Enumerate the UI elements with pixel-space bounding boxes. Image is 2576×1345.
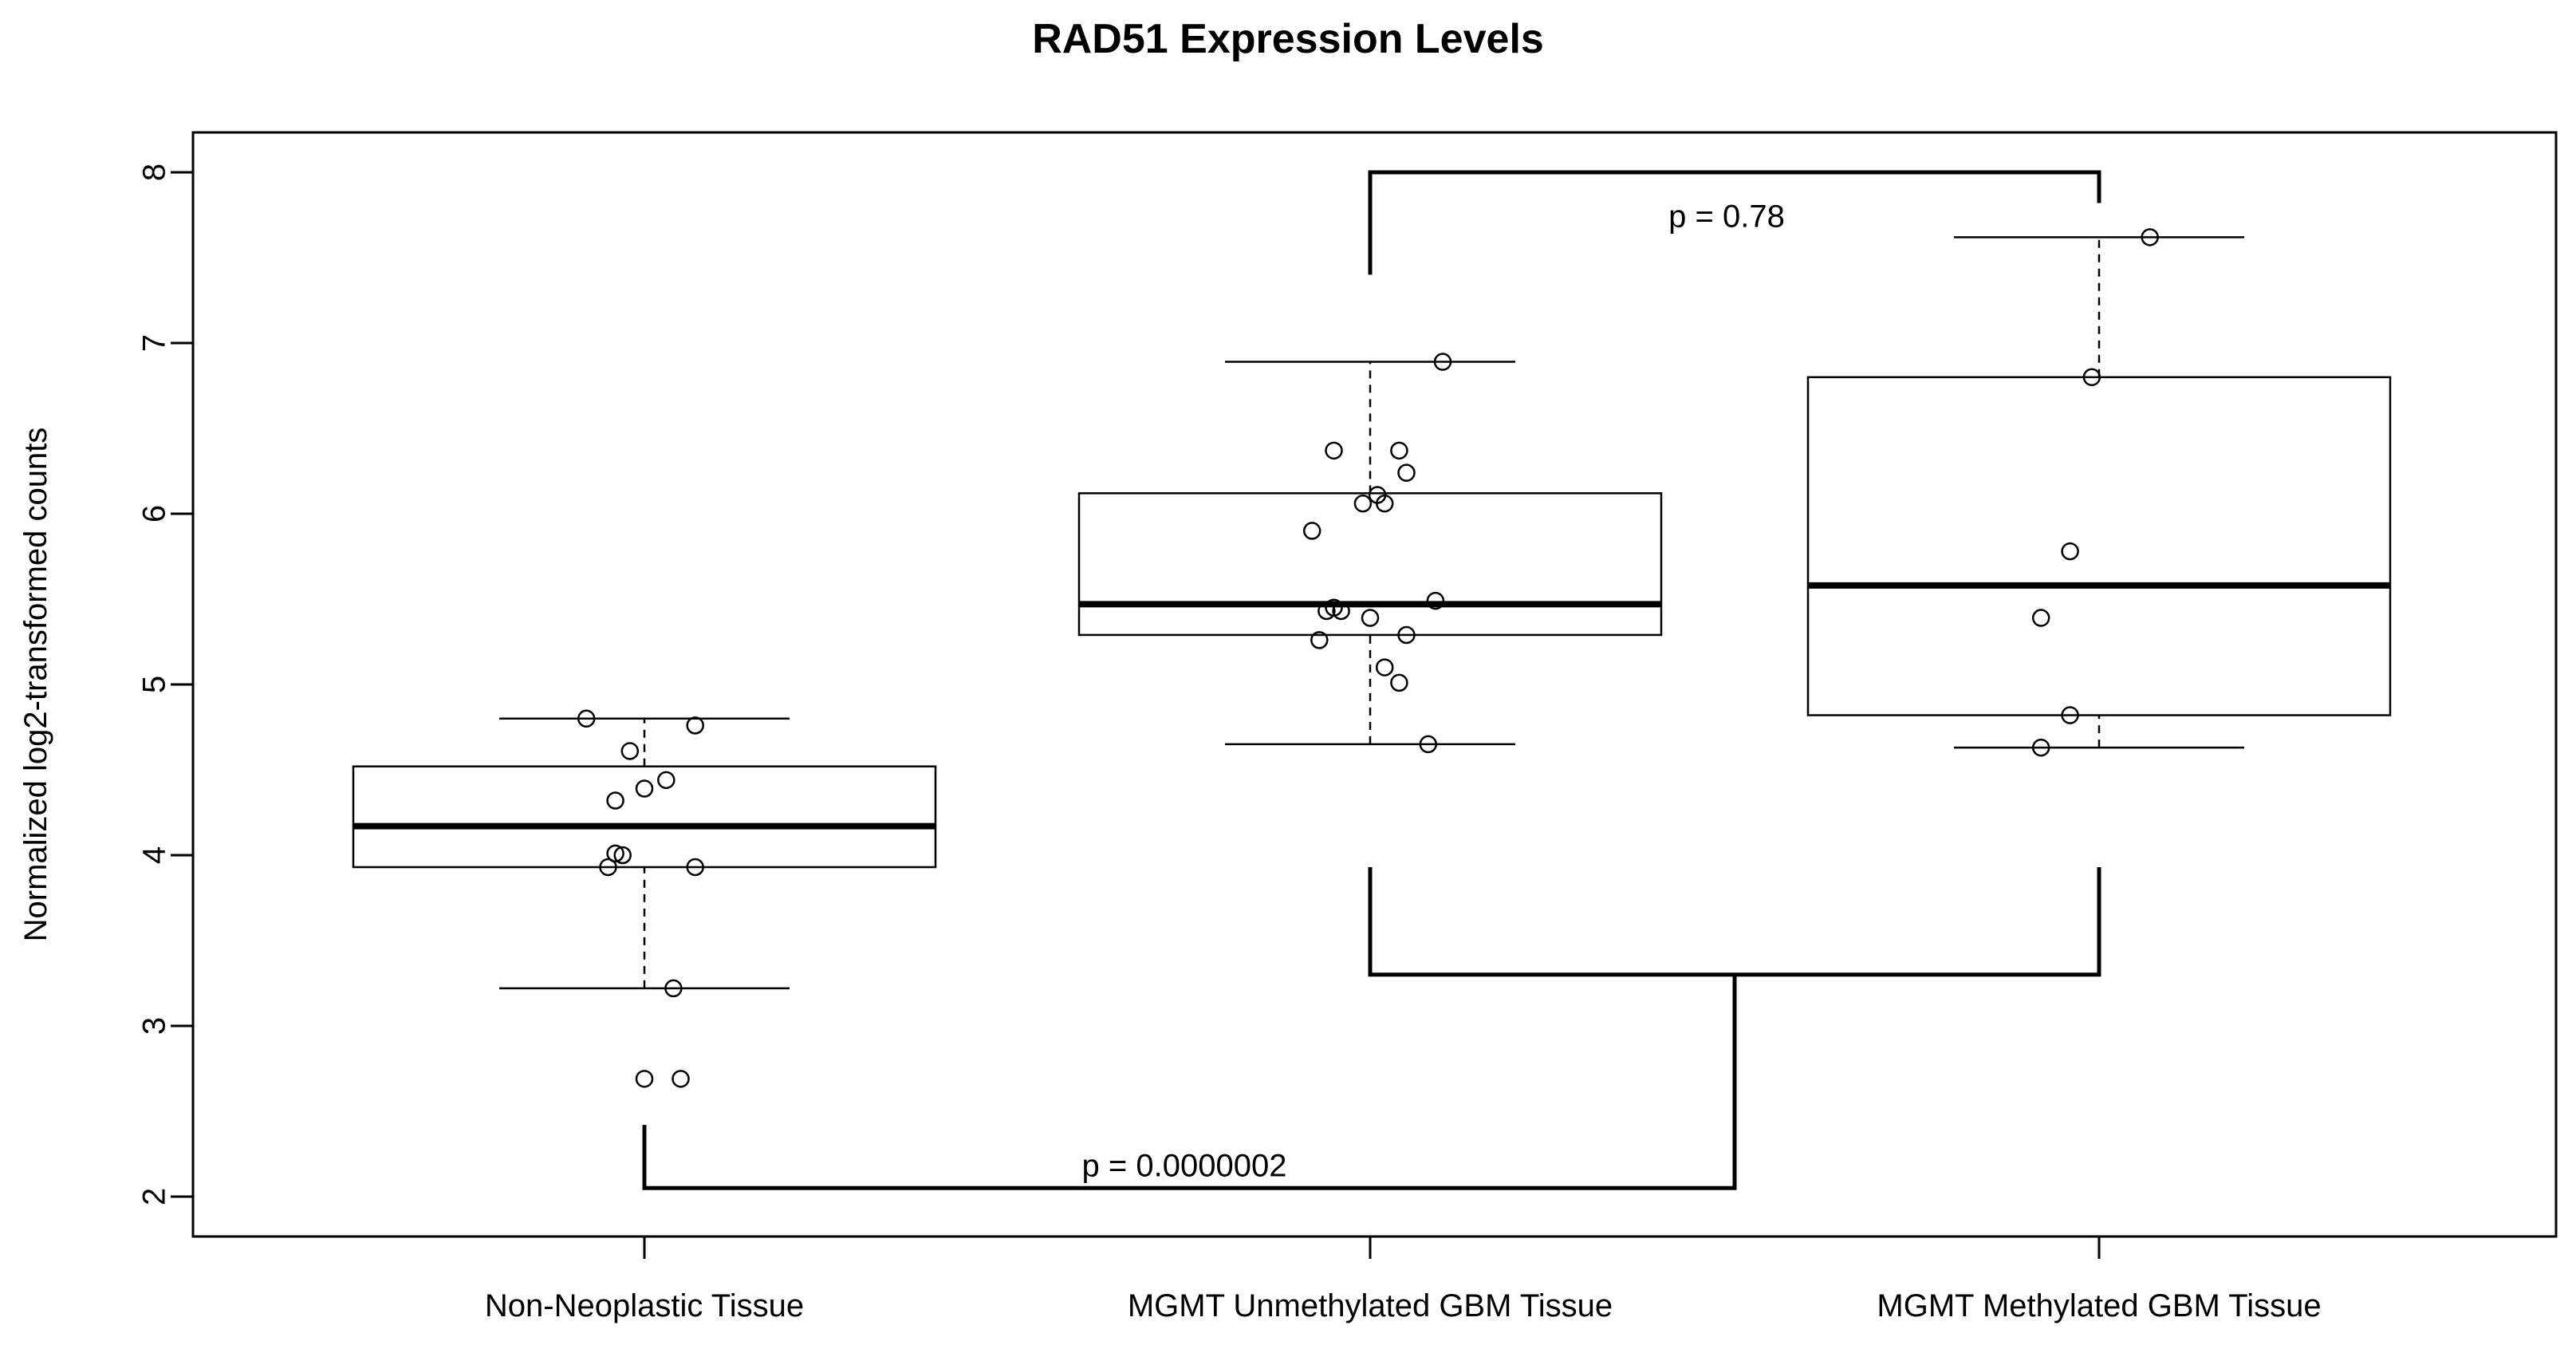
y-tick-label: 6	[137, 505, 172, 523]
data-point	[1426, 591, 1445, 610]
data-point	[672, 1070, 690, 1088]
y-tick-label: 2	[137, 1188, 172, 1205]
data-point	[1397, 625, 1416, 645]
data-point	[1375, 494, 1394, 513]
data-point	[599, 858, 617, 877]
data-point	[606, 791, 624, 810]
data-point	[2061, 542, 2079, 561]
comparison-label: p = 0.78	[1668, 199, 1785, 234]
data-point	[1325, 441, 1343, 460]
chart-title: RAD51 Expression Levels	[1032, 16, 1544, 62]
data-point	[1390, 441, 1408, 460]
x-tick-label: MGMT Methylated GBM Tissue	[1877, 1288, 2321, 1323]
data-point	[613, 846, 632, 865]
data-point	[620, 742, 640, 760]
data-point	[2082, 368, 2101, 387]
data-point	[1310, 631, 1329, 649]
data-point	[686, 716, 704, 735]
comparison-bracket	[642, 974, 1737, 1190]
data-point	[1433, 353, 1452, 371]
data-point	[1419, 735, 1438, 754]
data-point	[1318, 602, 1336, 621]
data-point	[1302, 522, 1321, 540]
comparison-label: p = 0.0000002	[1082, 1148, 1287, 1183]
data-point	[2031, 738, 2050, 757]
y-axis-label: Normalized log2-transformed counts	[18, 428, 53, 942]
data-point	[1361, 609, 1380, 627]
y-tick-label: 4	[137, 846, 172, 864]
data-point	[1375, 658, 1394, 676]
data-point	[2031, 609, 2050, 627]
data-point	[635, 779, 654, 798]
data-point	[606, 844, 624, 863]
data-point	[2061, 706, 2079, 724]
data-point	[1353, 494, 1373, 513]
comparison-bracket	[1368, 170, 2101, 275]
x-tick-label: Non-Neoplastic Tissue	[485, 1288, 804, 1323]
box	[1806, 376, 2392, 716]
y-tick-label: 5	[137, 676, 172, 693]
y-tick-label: 8	[137, 164, 172, 181]
y-tick-label: 3	[137, 1017, 172, 1035]
data-point	[664, 979, 683, 998]
plot-frame	[191, 131, 2558, 1238]
data-point	[1390, 673, 1408, 692]
y-tick-label: 7	[137, 334, 172, 352]
data-point	[1332, 602, 1350, 621]
data-point	[635, 1070, 654, 1088]
data-point	[2141, 228, 2159, 247]
data-point	[577, 709, 596, 728]
data-point	[686, 858, 704, 877]
data-point	[657, 771, 676, 790]
data-point	[1397, 463, 1416, 482]
box	[352, 765, 937, 869]
comparison-bracket	[1368, 866, 2101, 977]
box	[1077, 492, 1663, 637]
x-tick-label: MGMT Unmethylated GBM Tissue	[1128, 1288, 1613, 1323]
